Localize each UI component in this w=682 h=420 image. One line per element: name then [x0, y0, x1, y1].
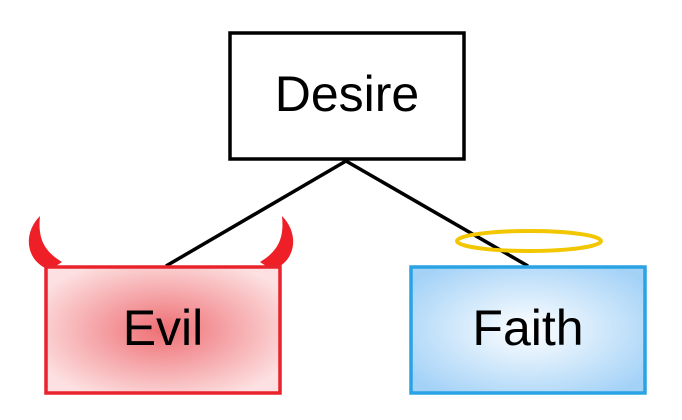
node-desire: Desire	[228, 31, 466, 161]
node-evil-label: Evil	[123, 300, 204, 356]
edge-desire-to-evil	[165, 159, 347, 268]
node-faith-label: Faith	[472, 300, 583, 356]
halo-icon	[455, 229, 603, 253]
node-evil: Evil	[44, 265, 282, 395]
node-faith: Faith	[409, 265, 647, 395]
devil-horns-icon	[28, 216, 294, 270]
node-desire-label: Desire	[275, 66, 419, 122]
